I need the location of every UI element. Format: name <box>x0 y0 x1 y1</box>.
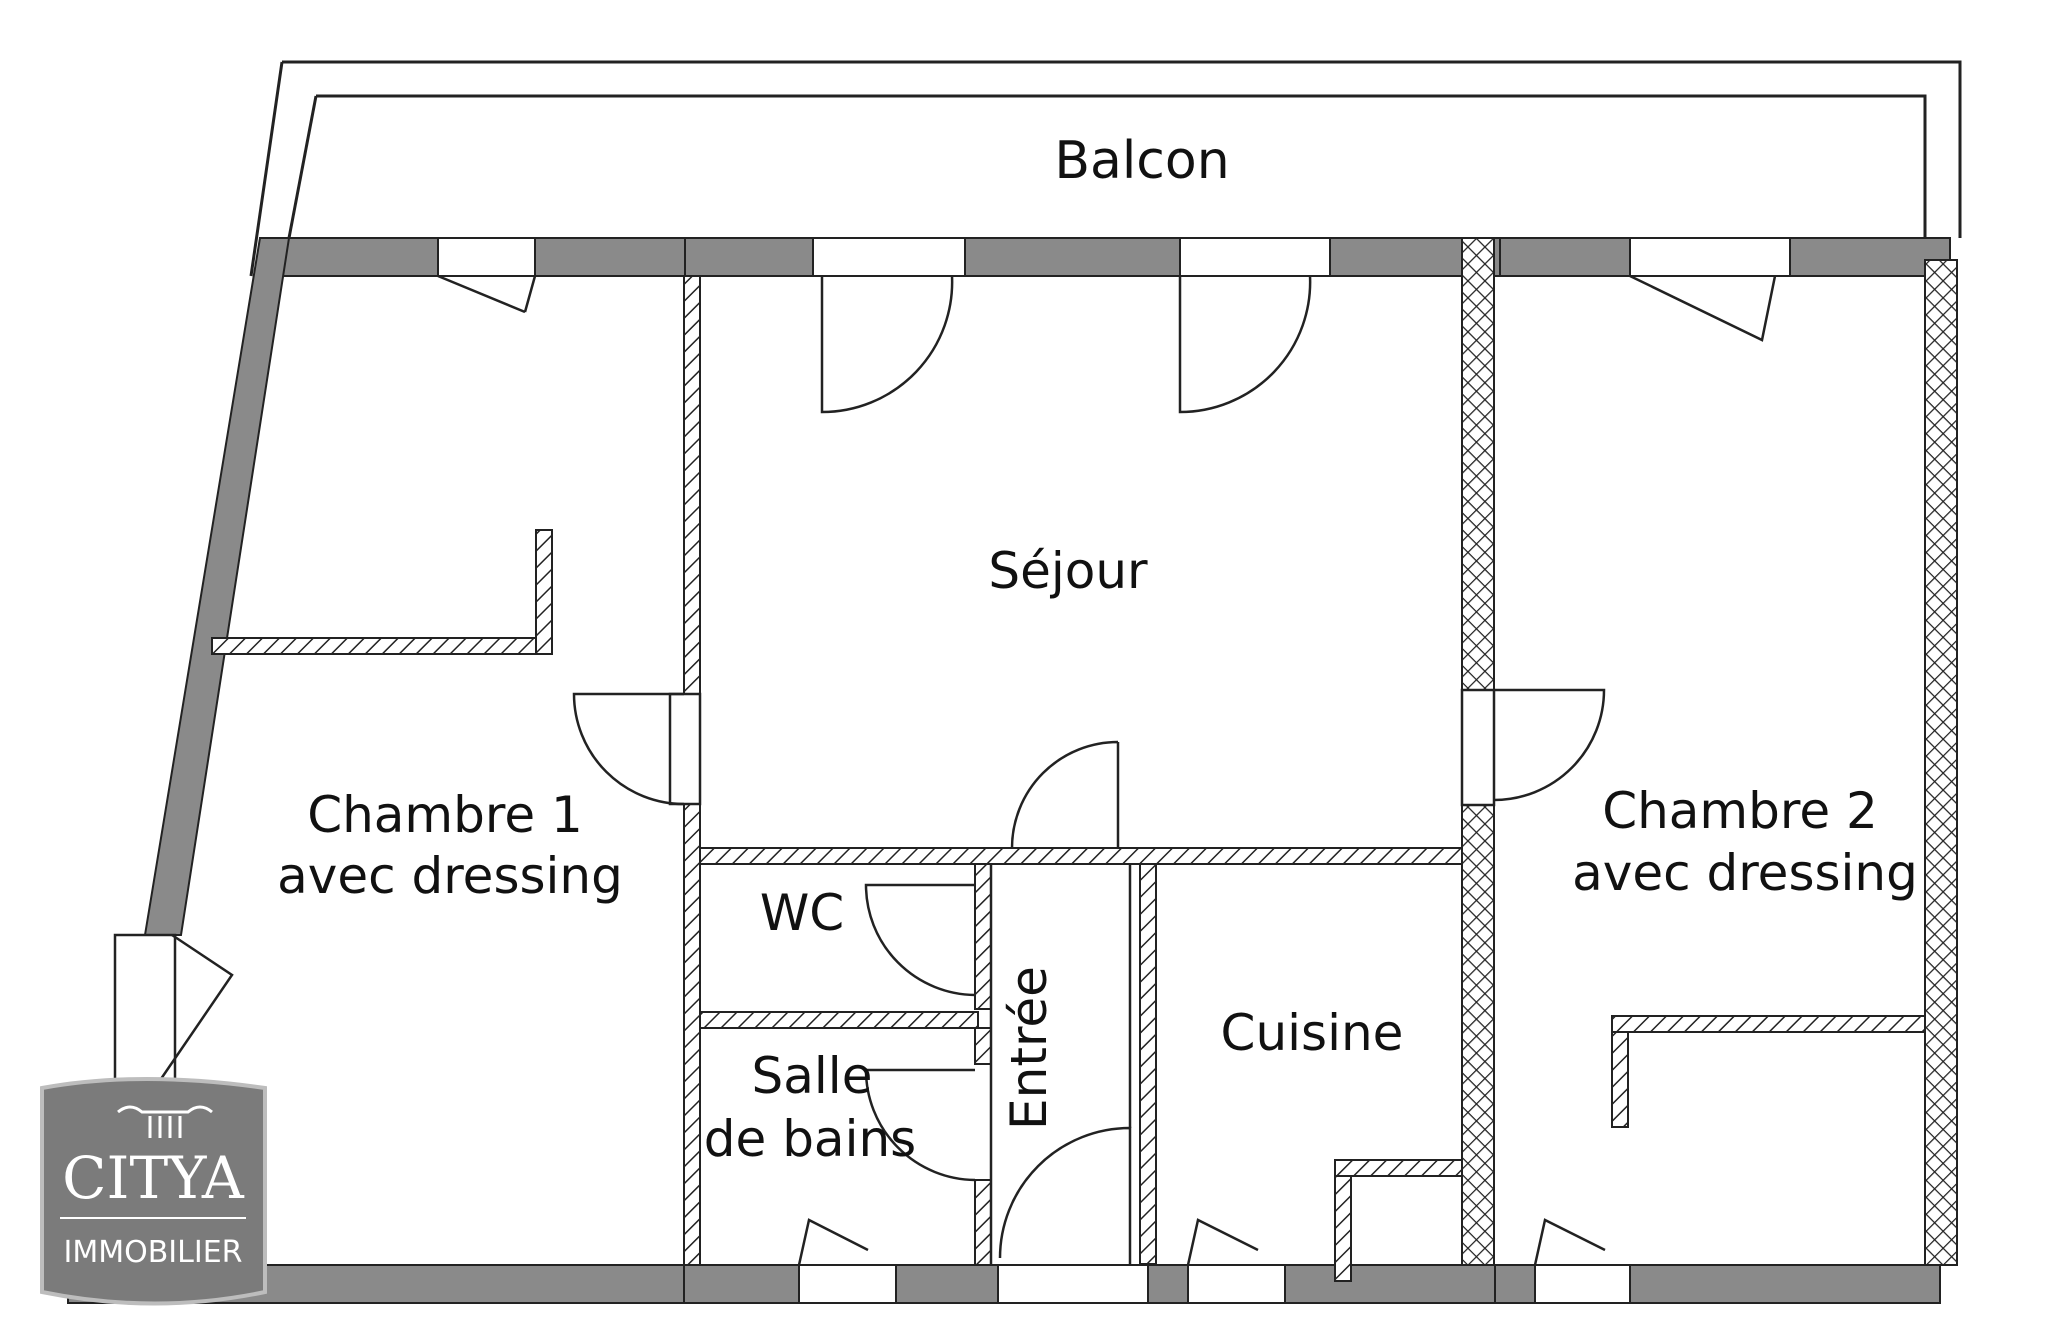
logo-subtitle: IMMOBILIER <box>63 1235 242 1270</box>
balcony-outline <box>249 60 1962 277</box>
exterior-walls <box>67 237 1951 1304</box>
citya-logo: CITYA IMMOBILIER <box>40 1077 267 1306</box>
room-label-salle-line2: de bains <box>704 1110 916 1168</box>
room-label-sejour: Séjour <box>988 542 1148 600</box>
room-label-cuisine: Cuisine <box>1221 1004 1404 1062</box>
doors <box>113 274 1777 1266</box>
room-label-wc: WC <box>760 884 844 942</box>
load-bearing-walls <box>1461 237 1958 1266</box>
room-label-balcon: Balcon <box>1054 131 1229 191</box>
room-label-chambre2-line1: Chambre 2 <box>1602 782 1878 840</box>
column-icon <box>117 1105 213 1138</box>
room-label-chambre2-line2: avec dressing <box>1572 844 1918 902</box>
room-label-salle-line1: Salle <box>752 1047 873 1105</box>
interior-walls <box>211 275 1933 1282</box>
entree-corridor <box>989 864 1132 1265</box>
windows <box>437 237 1791 1304</box>
room-label-entree: Entrée <box>1000 966 1058 1130</box>
logo-name: CITYA <box>62 1144 245 1212</box>
room-label-chambre1-line2: avec dressing <box>277 847 623 905</box>
room-label-chambre1-line1: Chambre 1 <box>307 786 583 844</box>
